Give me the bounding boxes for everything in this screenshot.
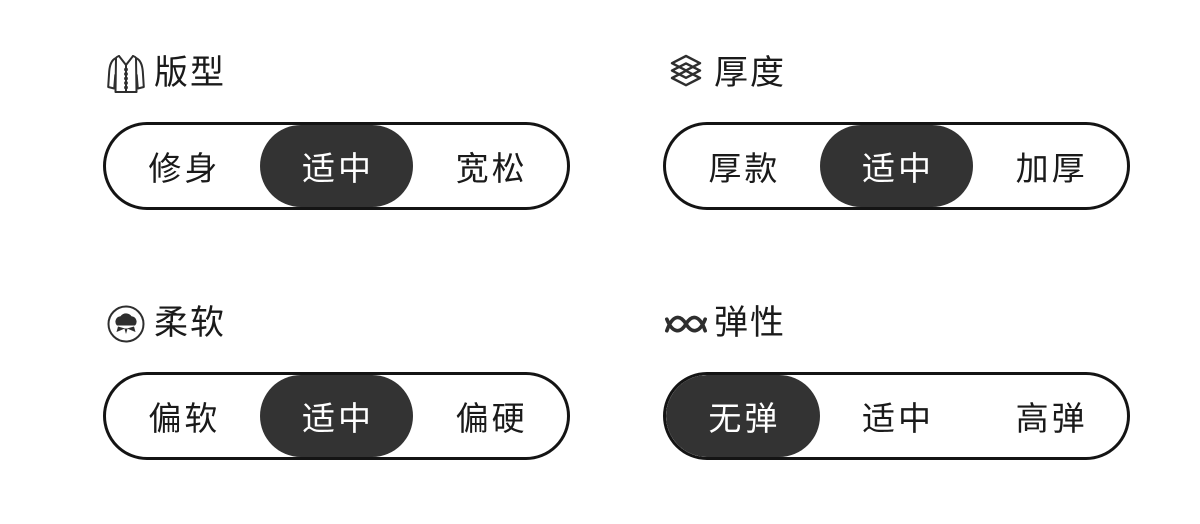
- option-fit-slim[interactable]: 修身: [148, 150, 221, 187]
- option-elasticity-medium[interactable]: 适中: [862, 400, 934, 437]
- elasticity-segmented-control: 无弹 适中 高弹: [663, 372, 1130, 460]
- option-elasticity-no-stretch[interactable]: 无弹: [666, 375, 820, 457]
- attribute-group-elasticity: 弹性 无弹 适中 高弹: [663, 300, 1130, 460]
- attribute-group-fit: 版型 修身 适中 宽松: [103, 50, 570, 210]
- wave-icon: [663, 301, 709, 347]
- attribute-group-thickness: 厚度 厚款 适中 加厚: [663, 50, 1130, 210]
- group-label-softness: 柔软: [154, 304, 226, 342]
- group-label-fit: 版型: [154, 54, 226, 92]
- attribute-group-softness: 柔软 偏软 适中 偏硬: [103, 300, 570, 460]
- group-header-thickness: 厚度: [663, 50, 1130, 98]
- group-label-elasticity: 弹性: [714, 304, 786, 342]
- option-thickness-medium[interactable]: 适中: [819, 125, 974, 207]
- option-thickness-thick[interactable]: 厚款: [708, 150, 781, 187]
- option-fit-regular[interactable]: 适中: [259, 125, 414, 207]
- option-softness-medium[interactable]: 适中: [259, 375, 414, 457]
- option-fit-loose[interactable]: 宽松: [455, 150, 528, 187]
- group-header-softness: 柔软: [103, 300, 570, 348]
- option-elasticity-high-stretch[interactable]: 高弹: [1015, 400, 1088, 437]
- option-thickness-extra-thick[interactable]: 加厚: [1015, 150, 1088, 187]
- group-header-fit: 版型: [103, 50, 570, 98]
- group-label-thickness: 厚度: [714, 54, 786, 92]
- option-softness-soft[interactable]: 偏软: [148, 400, 221, 437]
- thickness-segmented-control: 厚款 适中 加厚: [663, 122, 1130, 210]
- softness-segmented-control: 偏软 适中 偏硬: [103, 372, 570, 460]
- jacket-icon: [103, 51, 149, 97]
- option-softness-hard[interactable]: 偏硬: [455, 400, 528, 437]
- cotton-icon: [103, 301, 149, 347]
- layers-icon: [663, 51, 709, 97]
- group-header-elasticity: 弹性: [663, 300, 1130, 348]
- fit-segmented-control: 修身 适中 宽松: [103, 122, 570, 210]
